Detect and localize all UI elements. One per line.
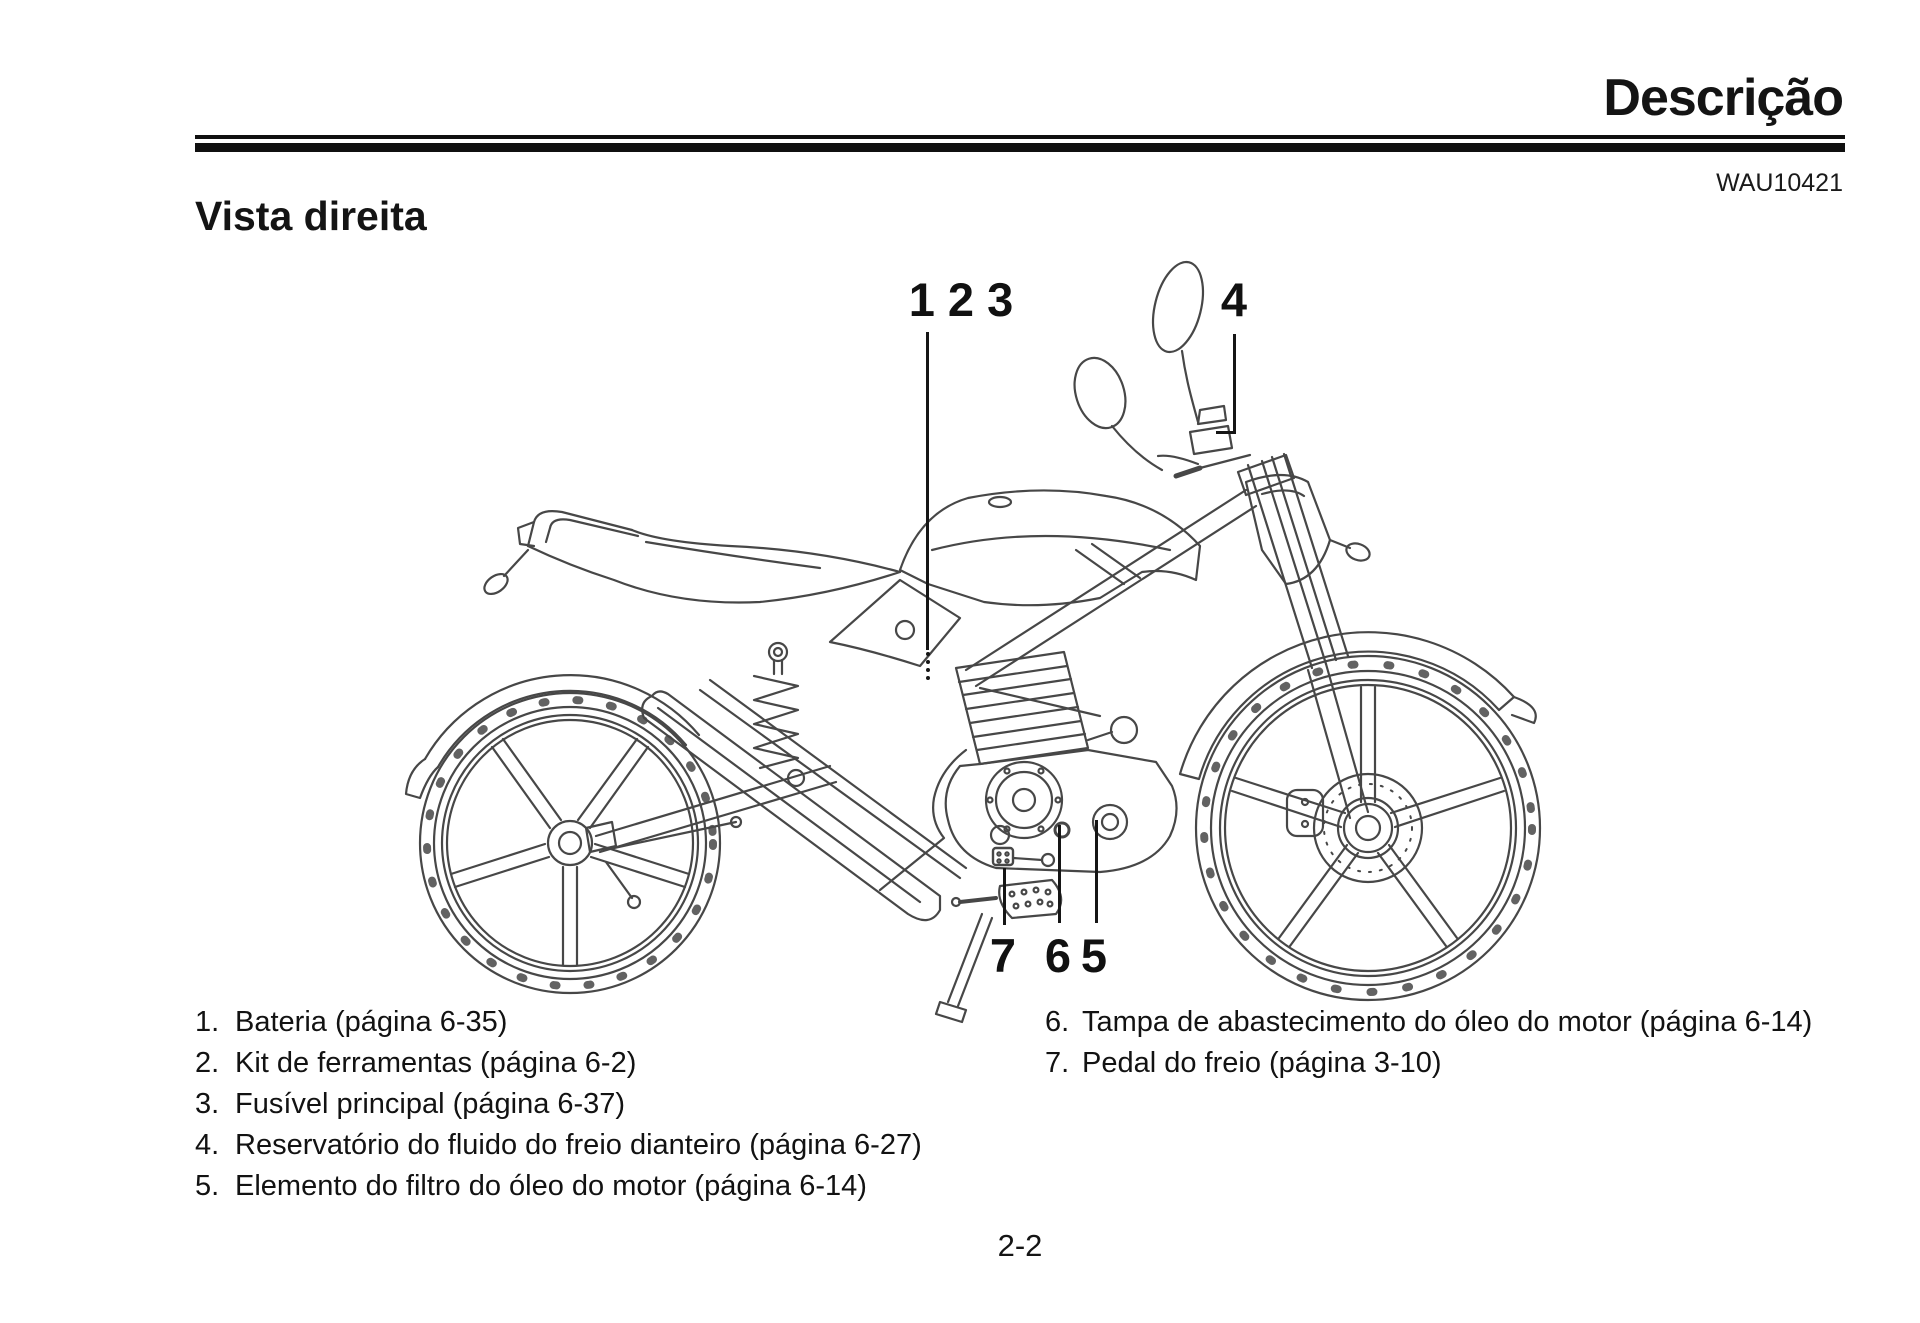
callout-label-1-2-3: 1 2 3 bbox=[908, 273, 1014, 326]
legend-item-text: Bateria (página 6-35) bbox=[235, 1006, 508, 1038]
legend-item-number: 2. bbox=[195, 1047, 220, 1079]
legend-left-column: 1. Bateria (página 6-35) 2. Kit de ferra… bbox=[195, 1002, 1035, 1207]
callout-line-6 bbox=[1058, 825, 1061, 923]
callout-line-5 bbox=[1095, 820, 1098, 923]
legend-item-4: 4. Reservatório do fluido do freio diant… bbox=[195, 1125, 1035, 1166]
callout-label-7: 7 bbox=[989, 929, 1017, 982]
callout-label-5: 5 bbox=[1080, 929, 1108, 982]
callout-label-6: 6 bbox=[1044, 929, 1072, 982]
section-title: Vista direita bbox=[195, 193, 427, 239]
legend-right-column: 6. Tampa de abastecimento do óleo do mot… bbox=[1045, 1002, 1875, 1084]
legend-item-text: Kit de ferramentas (página 6-2) bbox=[235, 1047, 637, 1079]
legend-item-6: 6. Tampa de abastecimento do óleo do mot… bbox=[1045, 1002, 1875, 1043]
legend-item-text: Reservatório do fluido do freio dianteir… bbox=[235, 1129, 922, 1161]
callout-label-4: 4 bbox=[1220, 273, 1248, 326]
callout-line-7 bbox=[1003, 868, 1006, 925]
legend-item-number: 6. bbox=[1045, 1006, 1070, 1038]
legend-item-text: Tampa de abastecimento do óleo do motor … bbox=[1082, 1006, 1813, 1038]
legend-item-3: 3. Fusível principal (página 6-37) bbox=[195, 1084, 1035, 1125]
legend-item-7: 7. Pedal do freio (página 3-10) bbox=[1045, 1043, 1875, 1084]
legend-item-2: 2. Kit de ferramentas (página 6-2) bbox=[195, 1043, 1035, 1084]
reference-code: WAU10421 bbox=[1716, 169, 1843, 197]
header-rule-thick bbox=[195, 143, 1845, 152]
legend-item-number: 7. bbox=[1045, 1047, 1070, 1079]
callout-line-4-horizontal bbox=[1216, 431, 1236, 434]
legend-item-number: 5. bbox=[195, 1170, 220, 1202]
page-number: 2-2 bbox=[997, 1228, 1043, 1263]
legend-item-number: 3. bbox=[195, 1088, 220, 1120]
callout-line-4-vertical bbox=[1233, 334, 1236, 434]
legend-item-text: Fusível principal (página 6-37) bbox=[235, 1088, 626, 1120]
header-rule-thin bbox=[195, 135, 1845, 139]
legend-item-number: 4. bbox=[195, 1129, 220, 1161]
callout-line-123-dotted-tip bbox=[926, 652, 930, 680]
legend-item-1: 1. Bateria (página 6-35) bbox=[195, 1002, 1035, 1043]
legend-item-text: Elemento do filtro do óleo do motor (pág… bbox=[235, 1170, 867, 1202]
motorcycle-right-view-illustration bbox=[404, 260, 1542, 1024]
legend-item-5: 5. Elemento do filtro do óleo do motor (… bbox=[195, 1166, 1035, 1207]
callout-line-123 bbox=[926, 332, 929, 650]
page-title: Descrição bbox=[1603, 69, 1844, 127]
legend-item-number: 1. bbox=[195, 1006, 220, 1038]
legend-item-text: Pedal do freio (página 3-10) bbox=[1082, 1047, 1442, 1079]
